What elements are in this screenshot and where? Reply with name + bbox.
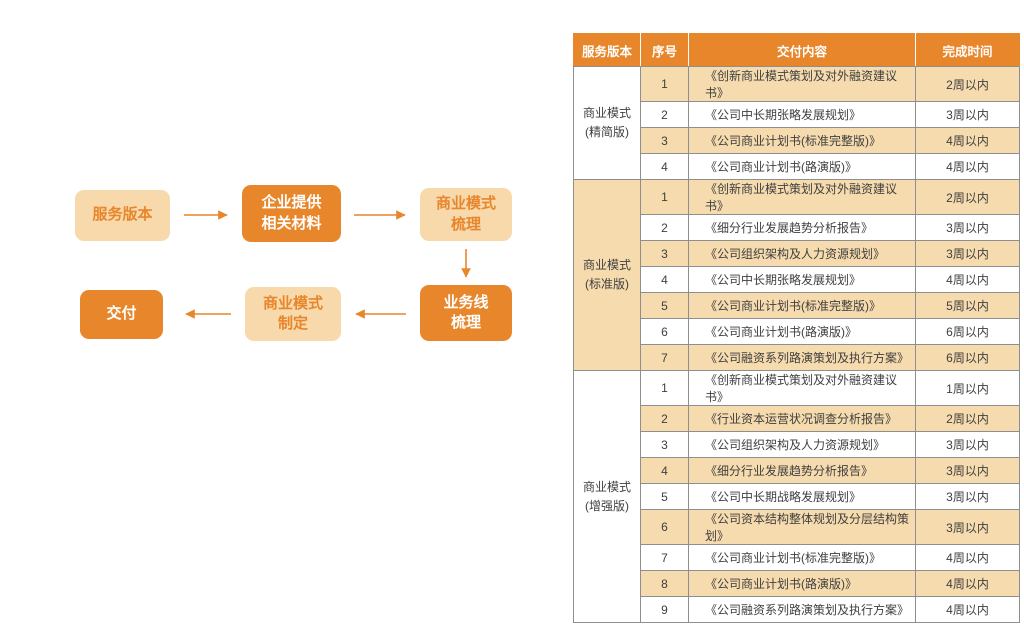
completion-time-cell: 3周以内 xyxy=(915,240,1020,267)
delivery-table: 服务版本 序号 交付内容 完成时间 商业模式 (精简版)1《创新商业模式策划及对… xyxy=(573,33,1020,623)
table-row: 6《公司资本结构整体规划及分层结构策划》3周以内 xyxy=(574,509,1020,545)
table-row: 6《公司商业计划书(路演版)》6周以内 xyxy=(574,318,1020,345)
flow-arrows xyxy=(184,210,471,319)
table-row: 2《细分行业发展趋势分析报告》3周以内 xyxy=(574,214,1020,241)
column-header-completion-time: 完成时间 xyxy=(915,33,1020,67)
deliverable-cell: 《公司商业计划书(路演版)》 xyxy=(688,153,916,180)
row-index-cell: 3 xyxy=(640,127,689,154)
flow-node-business-model-review: 商业模式 梳理 xyxy=(420,188,512,241)
row-index-cell: 8 xyxy=(640,570,689,597)
deliverable-cell: 《公司融资系列路演策划及执行方案》 xyxy=(688,344,916,371)
deliverable-cell: 《公司中长期张略发展规划》 xyxy=(688,266,916,293)
deliverable-cell: 《行业资本运营状况调查分析报告》 xyxy=(688,405,916,432)
flow-node-business-model-design: 商业模式 制定 xyxy=(245,287,341,341)
deliverable-cell: 《公司商业计划书(路演版)》 xyxy=(688,318,916,345)
table-row: 2《公司中长期张略发展规划》3周以内 xyxy=(574,101,1020,128)
table-row: 4《公司中长期张略发展规划》4周以内 xyxy=(574,266,1020,293)
column-header-deliverable: 交付内容 xyxy=(688,33,916,67)
completion-time-cell: 2周以内 xyxy=(915,179,1020,215)
completion-time-cell: 4周以内 xyxy=(915,266,1020,293)
completion-time-cell: 3周以内 xyxy=(915,457,1020,484)
table-row: 3《公司组织架构及人力资源规划》3周以内 xyxy=(574,431,1020,458)
table-row: 商业模式 (标准版)1《创新商业模式策划及对外融资建议书》2周以内 xyxy=(573,179,1020,371)
row-index-cell: 1 xyxy=(640,179,689,215)
row-index-cell: 6 xyxy=(640,318,689,345)
deliverable-cell: 《公司商业计划书(路演版)》 xyxy=(688,570,916,597)
completion-time-cell: 4周以内 xyxy=(915,570,1020,597)
flow-node-service-version: 服务版本 xyxy=(75,190,170,241)
flow-node-company-materials: 企业提供 相关材料 xyxy=(242,185,341,242)
table-row: 3《公司商业计划书(标准完整版)》4周以内 xyxy=(574,127,1020,154)
service-version-cell: 商业模式 (标准版) xyxy=(573,179,641,371)
row-index-cell: 1 xyxy=(640,66,689,102)
deliverable-cell: 《创新商业模式策划及对外融资建议书》 xyxy=(688,179,916,215)
completion-time-cell: 1周以内 xyxy=(915,370,1020,406)
table-row: 9《公司融资系列路演策划及执行方案》4周以内 xyxy=(574,596,1020,623)
deliverable-cell: 《公司中长期战略发展规划》 xyxy=(688,483,916,510)
row-index-cell: 7 xyxy=(640,544,689,571)
completion-time-cell: 4周以内 xyxy=(915,596,1020,623)
row-index-cell: 4 xyxy=(640,266,689,293)
deliverable-cell: 《创新商业模式策划及对外融资建议书》 xyxy=(688,66,916,102)
column-header-index: 序号 xyxy=(640,33,689,67)
table-row: 4《细分行业发展趋势分析报告》3周以内 xyxy=(574,457,1020,484)
completion-time-cell: 3周以内 xyxy=(915,509,1020,545)
deliverable-cell: 《创新商业模式策划及对外融资建议书》 xyxy=(688,370,916,406)
table-row: 3《公司组织架构及人力资源规划》3周以内 xyxy=(574,240,1020,267)
deliverable-cell: 《公司融资系列路演策划及执行方案》 xyxy=(688,596,916,623)
completion-time-cell: 5周以内 xyxy=(915,292,1020,319)
row-index-cell: 3 xyxy=(640,240,689,267)
row-index-cell: 6 xyxy=(640,509,689,545)
completion-time-cell: 2周以内 xyxy=(915,66,1020,102)
row-index-cell: 1 xyxy=(640,370,689,406)
deliverable-cell: 《公司商业计划书(标准完整版)》 xyxy=(688,292,916,319)
deliverable-cell: 《公司中长期张略发展规划》 xyxy=(688,101,916,128)
deliverable-cell: 《公司组织架构及人力资源规划》 xyxy=(688,431,916,458)
table-row: 7《公司融资系列路演策划及执行方案》6周以内 xyxy=(574,344,1020,371)
table-header-row: 服务版本 序号 交付内容 完成时间 xyxy=(573,33,1020,67)
flow-node-business-line-review: 业务线 梳理 xyxy=(420,285,512,341)
deliverable-cell: 《公司资本结构整体规划及分层结构策划》 xyxy=(688,509,916,545)
table-row: 7《公司商业计划书(标准完整版)》4周以内 xyxy=(574,544,1020,571)
table-row: 商业模式 (精简版)1《创新商业模式策划及对外融资建议书》2周以内 xyxy=(573,66,1020,180)
row-index-cell: 5 xyxy=(640,292,689,319)
service-version-cell: 商业模式 (增强版) xyxy=(573,370,641,623)
column-header-service-version: 服务版本 xyxy=(573,33,641,67)
table-row: 2《行业资本运营状况调查分析报告》2周以内 xyxy=(574,405,1020,432)
table-row: 8《公司商业计划书(路演版)》4周以内 xyxy=(574,570,1020,597)
row-index-cell: 3 xyxy=(640,431,689,458)
row-index-cell: 5 xyxy=(640,483,689,510)
row-index-cell: 2 xyxy=(640,214,689,241)
completion-time-cell: 3周以内 xyxy=(915,483,1020,510)
deliverable-cell: 《细分行业发展趋势分析报告》 xyxy=(688,457,916,484)
completion-time-cell: 6周以内 xyxy=(915,318,1020,345)
row-index-cell: 4 xyxy=(640,153,689,180)
row-index-cell: 2 xyxy=(640,405,689,432)
deliverable-cell: 《公司组织架构及人力资源规划》 xyxy=(688,240,916,267)
deliverable-cell: 《细分行业发展趋势分析报告》 xyxy=(688,214,916,241)
completion-time-cell: 3周以内 xyxy=(915,431,1020,458)
row-index-cell: 7 xyxy=(640,344,689,371)
completion-time-cell: 4周以内 xyxy=(915,153,1020,180)
deliverable-cell: 《公司商业计划书(标准完整版)》 xyxy=(688,544,916,571)
deliverable-cell: 《公司商业计划书(标准完整版)》 xyxy=(688,127,916,154)
flow-node-delivery: 交付 xyxy=(80,290,163,339)
row-index-cell: 2 xyxy=(640,101,689,128)
row-index-cell: 9 xyxy=(640,596,689,623)
completion-time-cell: 3周以内 xyxy=(915,101,1020,128)
completion-time-cell: 4周以内 xyxy=(915,127,1020,154)
process-flowchart: 服务版本 企业提供 相关材料 商业模式 梳理 业务线 梳理 商业模式 制定 交付 xyxy=(75,185,512,341)
completion-time-cell: 3周以内 xyxy=(915,214,1020,241)
table-row: 5《公司中长期战略发展规划》3周以内 xyxy=(574,483,1020,510)
row-index-cell: 4 xyxy=(640,457,689,484)
table-row: 商业模式 (增强版)1《创新商业模式策划及对外融资建议书》1周以内 xyxy=(573,370,1020,623)
completion-time-cell: 2周以内 xyxy=(915,405,1020,432)
completion-time-cell: 4周以内 xyxy=(915,544,1020,571)
table-row: 5《公司商业计划书(标准完整版)》5周以内 xyxy=(574,292,1020,319)
table-row: 4《公司商业计划书(路演版)》4周以内 xyxy=(574,153,1020,180)
completion-time-cell: 6周以内 xyxy=(915,344,1020,371)
service-version-cell: 商业模式 (精简版) xyxy=(573,66,641,180)
